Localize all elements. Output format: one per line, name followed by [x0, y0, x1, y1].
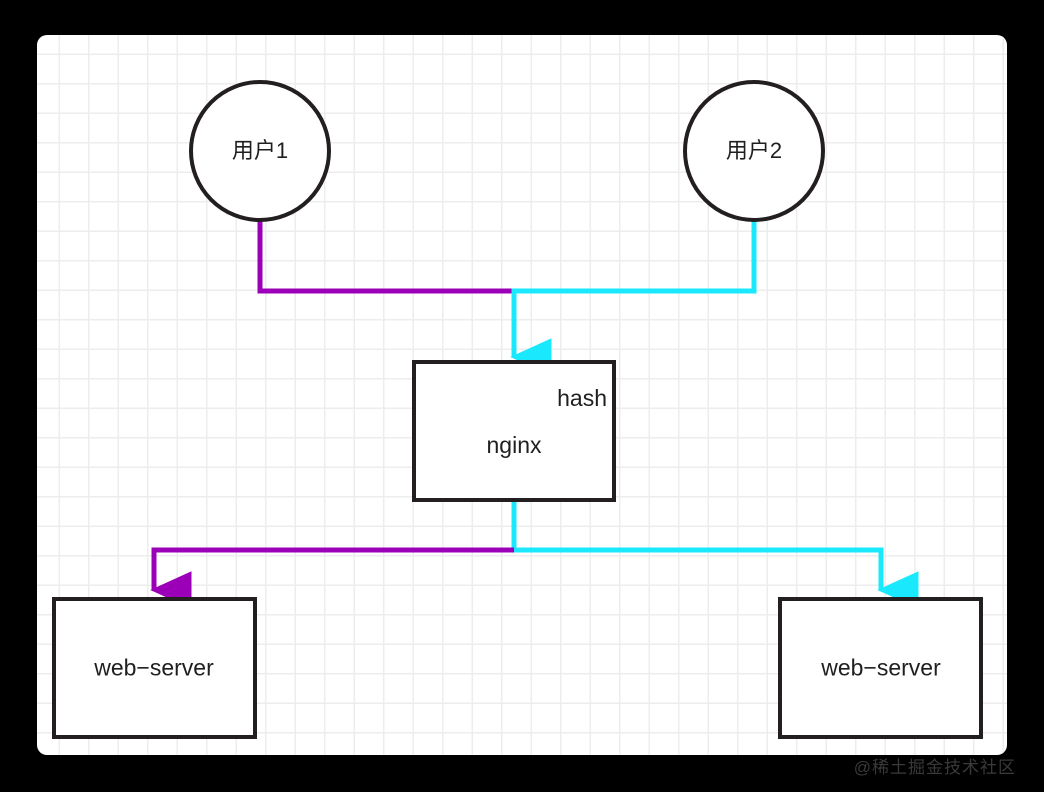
node-web-server-right-box[interactable]	[778, 597, 983, 739]
edge-nginx-to-web-server-right	[511, 500, 919, 609]
watermark-text: @稀土掘金技术社区	[853, 758, 1016, 777]
edge-user2-to-nginx	[510, 221, 757, 376]
node-user2-circle[interactable]	[683, 80, 825, 222]
edge-nginx-to-web-server-left	[150, 547, 514, 609]
flow-diagram	[52, 80, 983, 739]
node-user1-circle[interactable]	[189, 80, 331, 222]
node-web-server-left-box[interactable]	[52, 597, 257, 739]
node-nginx-box[interactable]	[412, 360, 616, 502]
edge-user1-to-nginx	[257, 221, 515, 294]
diagram-canvas: 用户1 用户2 hash nginx web−server web−server	[37, 35, 1007, 755]
